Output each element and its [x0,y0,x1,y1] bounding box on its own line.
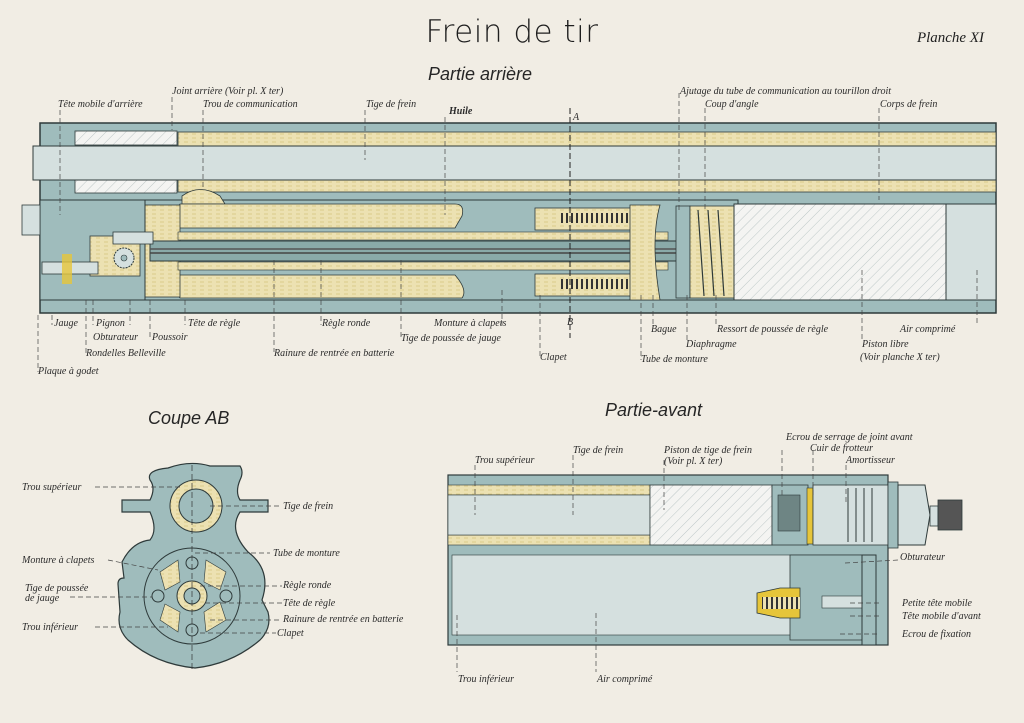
belleville-washers [62,254,72,284]
front-section-title: Partie-avant [605,400,703,420]
label-jauge: Jauge [54,318,78,329]
plate-number: Planche XI [916,30,984,46]
brake-rod [32,145,997,181]
oil-layer-lower [177,179,997,193]
label-voir-planche-x-ter: (Voir planche X ter) [860,352,940,363]
label-obturateur: Obturateur [93,332,138,343]
label-tete-regle-ab: Tête de règle [283,598,336,609]
label-rainure-rentree: Rainure de rentrée en batterie [274,348,395,359]
leader-lines [37,93,978,672]
label-obturateur-front: Obturateur [900,552,945,563]
label-air-comprime-front: Air comprimé [597,674,653,685]
label-ecrou-serrage: Ecrou de serrage de joint avant [786,432,913,443]
label-tete-mobile-avant: Tête mobile d'avant [902,611,981,622]
spring-upper [558,213,628,223]
label-monture-a-clapets: Monture à clapets [434,318,507,329]
label-tete-de-regle: Tête de règle [188,318,241,329]
label-piston-tige-frein: Piston de tige de frein [664,445,752,456]
label-tube-de-monture: Tube de monture [641,354,708,365]
label-bague: Bague [651,324,677,335]
piston-libre [733,203,947,301]
amortisseur [812,484,889,546]
label-de-jauge-ab: de jauge [25,593,60,604]
label-tube-monture-ab: Tube de monture [273,548,340,559]
label-rainure-ab: Rainure de rentrée en batterie [283,614,404,625]
label-air-comprime-rear: Air comprimé [900,324,956,335]
cross-section-drawing [70,462,282,672]
label-tige-frein-ab: Tige de frein [283,501,334,512]
label-trou-inferieur-ab: Trou inférieur [22,622,79,633]
rear-section-drawing [21,108,997,338]
cross-section-title: Coupe AB [148,408,230,428]
label-piston-libre: Piston libre [862,339,909,350]
label-petite-tete-mobile: Petite tête mobile [902,598,972,609]
label-joint-arriere: Joint arrière (Voir pl. X ter) [172,86,284,97]
label-clapet-ab: Clapet [277,628,304,639]
label-clapet: Clapet [540,352,567,363]
tige-frein-front [447,494,651,536]
label-regle-ronde: Règle ronde [322,318,371,329]
label-tige-de-frein: Tige de frein [366,99,417,110]
oil-layer-upper [177,131,997,147]
plate-title: Frein de tir [425,14,599,50]
label-corps-de-frein: Corps de frein [880,99,938,110]
label-poussoir: Poussoir [152,332,188,343]
label-monture-clapets-ab: Monture à clapets [22,555,95,566]
oil-chamber-lower [175,274,465,299]
label-ressort-poussee-regle: Ressort de poussée de règle [717,324,829,335]
label-ecrou-fixation: Ecrou de fixation [902,629,972,640]
label-tige-poussee-ab: Tige de poussée [25,583,89,594]
label-tige-frein-front: Tige de frein [573,445,624,456]
label-trou-superieur-ab: Trou supérieur [22,482,82,493]
label-amortisseur: Amortisseur [846,455,895,466]
rear-joint-hatch-bottom [74,178,178,194]
monture-a-clapets [629,204,661,301]
label-regle-ronde-ab: Règle ronde [283,580,332,591]
label-trou-inferieur-front: Trou inférieur [458,674,515,685]
piston-tige-frein [649,484,773,546]
label-plaque-godet: Plaque à godet [38,366,99,377]
label-cuir-frotteur: Cuir de frotteur [810,443,873,454]
label-section-a: A [573,112,580,123]
rear-joint-hatch-top [74,130,178,146]
regle-ronde [149,240,711,262]
oil-chamber-upper [175,203,464,229]
spring-lower [558,279,628,289]
knurled-knob [937,499,963,531]
label-pignon: Pignon [96,318,125,329]
label-tete-mobile-arriere: Tête mobile d'arrière [58,99,143,110]
front-section-drawing [447,474,963,646]
rear-section-title: Partie arrière [428,64,533,84]
cuir-frotteur [806,487,814,545]
label-tige-poussee-jauge: Tige de poussée de jauge [401,333,501,344]
air-comprime-rear [945,203,997,301]
diaphragme [689,205,735,299]
label-huile: Huile [449,106,473,117]
label-trou-superieur-front: Trou supérieur [475,455,535,466]
label-section-b: B [567,317,574,328]
label-trou-communication: Trou de communication [203,99,298,110]
petite-tete-mobile [821,595,863,609]
label-ajutage: Ajutage du tube de communication au tour… [680,86,891,97]
ecrou-serrage [897,484,931,546]
label-diaphragme: Diaphragme [686,339,737,350]
label-rondelles-belleville: Rondelles Belleville [86,348,166,359]
label-coup-dangle: Coup d'angle [705,99,759,110]
label-voir-pl-x-ter-front: (Voir pl. X ter) [664,456,723,467]
